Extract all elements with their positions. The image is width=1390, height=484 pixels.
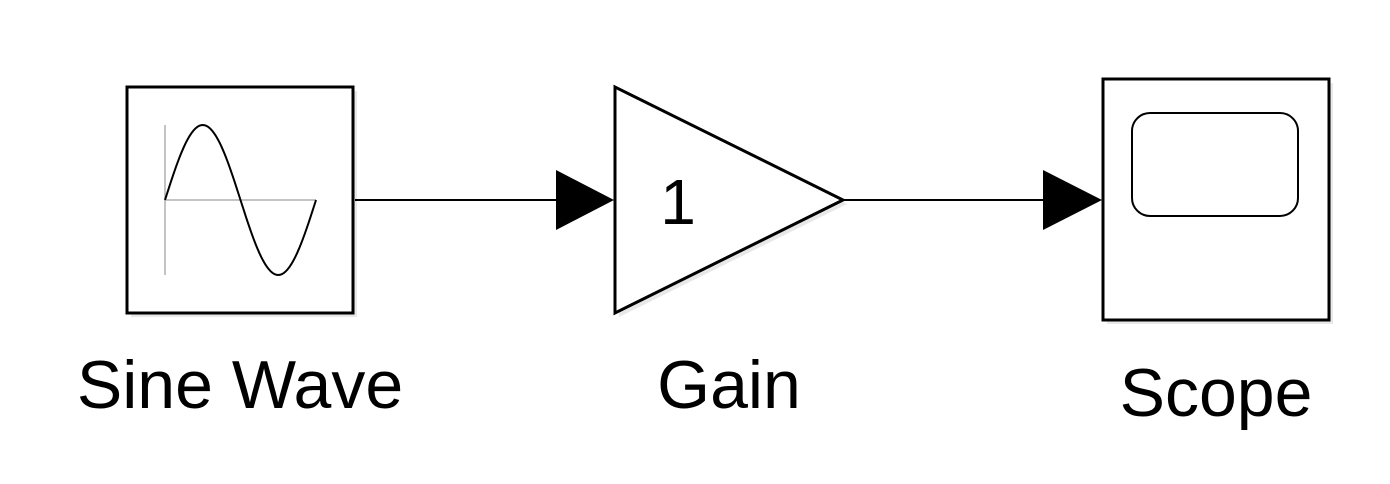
arrowhead-icon (556, 170, 614, 230)
scope-screen-icon (1131, 112, 1299, 217)
sine-wave-icon (164, 123, 317, 277)
signal-line-gain-to-scope[interactable] (843, 170, 1102, 230)
gain-block[interactable]: 1 (613, 84, 847, 317)
triangle-gain-icon (613, 84, 847, 316)
arrowhead-icon (1043, 170, 1102, 230)
scope-block[interactable] (1101, 77, 1333, 324)
sine-wave-icon-curve (164, 123, 317, 277)
sine-wave-label: Sine Wave (77, 347, 403, 423)
sine-wave-block[interactable] (125, 85, 357, 317)
signal-line-sine-to-gain[interactable] (355, 170, 614, 230)
gain-value: 1 (660, 166, 696, 238)
gain-label: Gain (657, 347, 801, 423)
scope-label: Scope (1120, 355, 1313, 431)
